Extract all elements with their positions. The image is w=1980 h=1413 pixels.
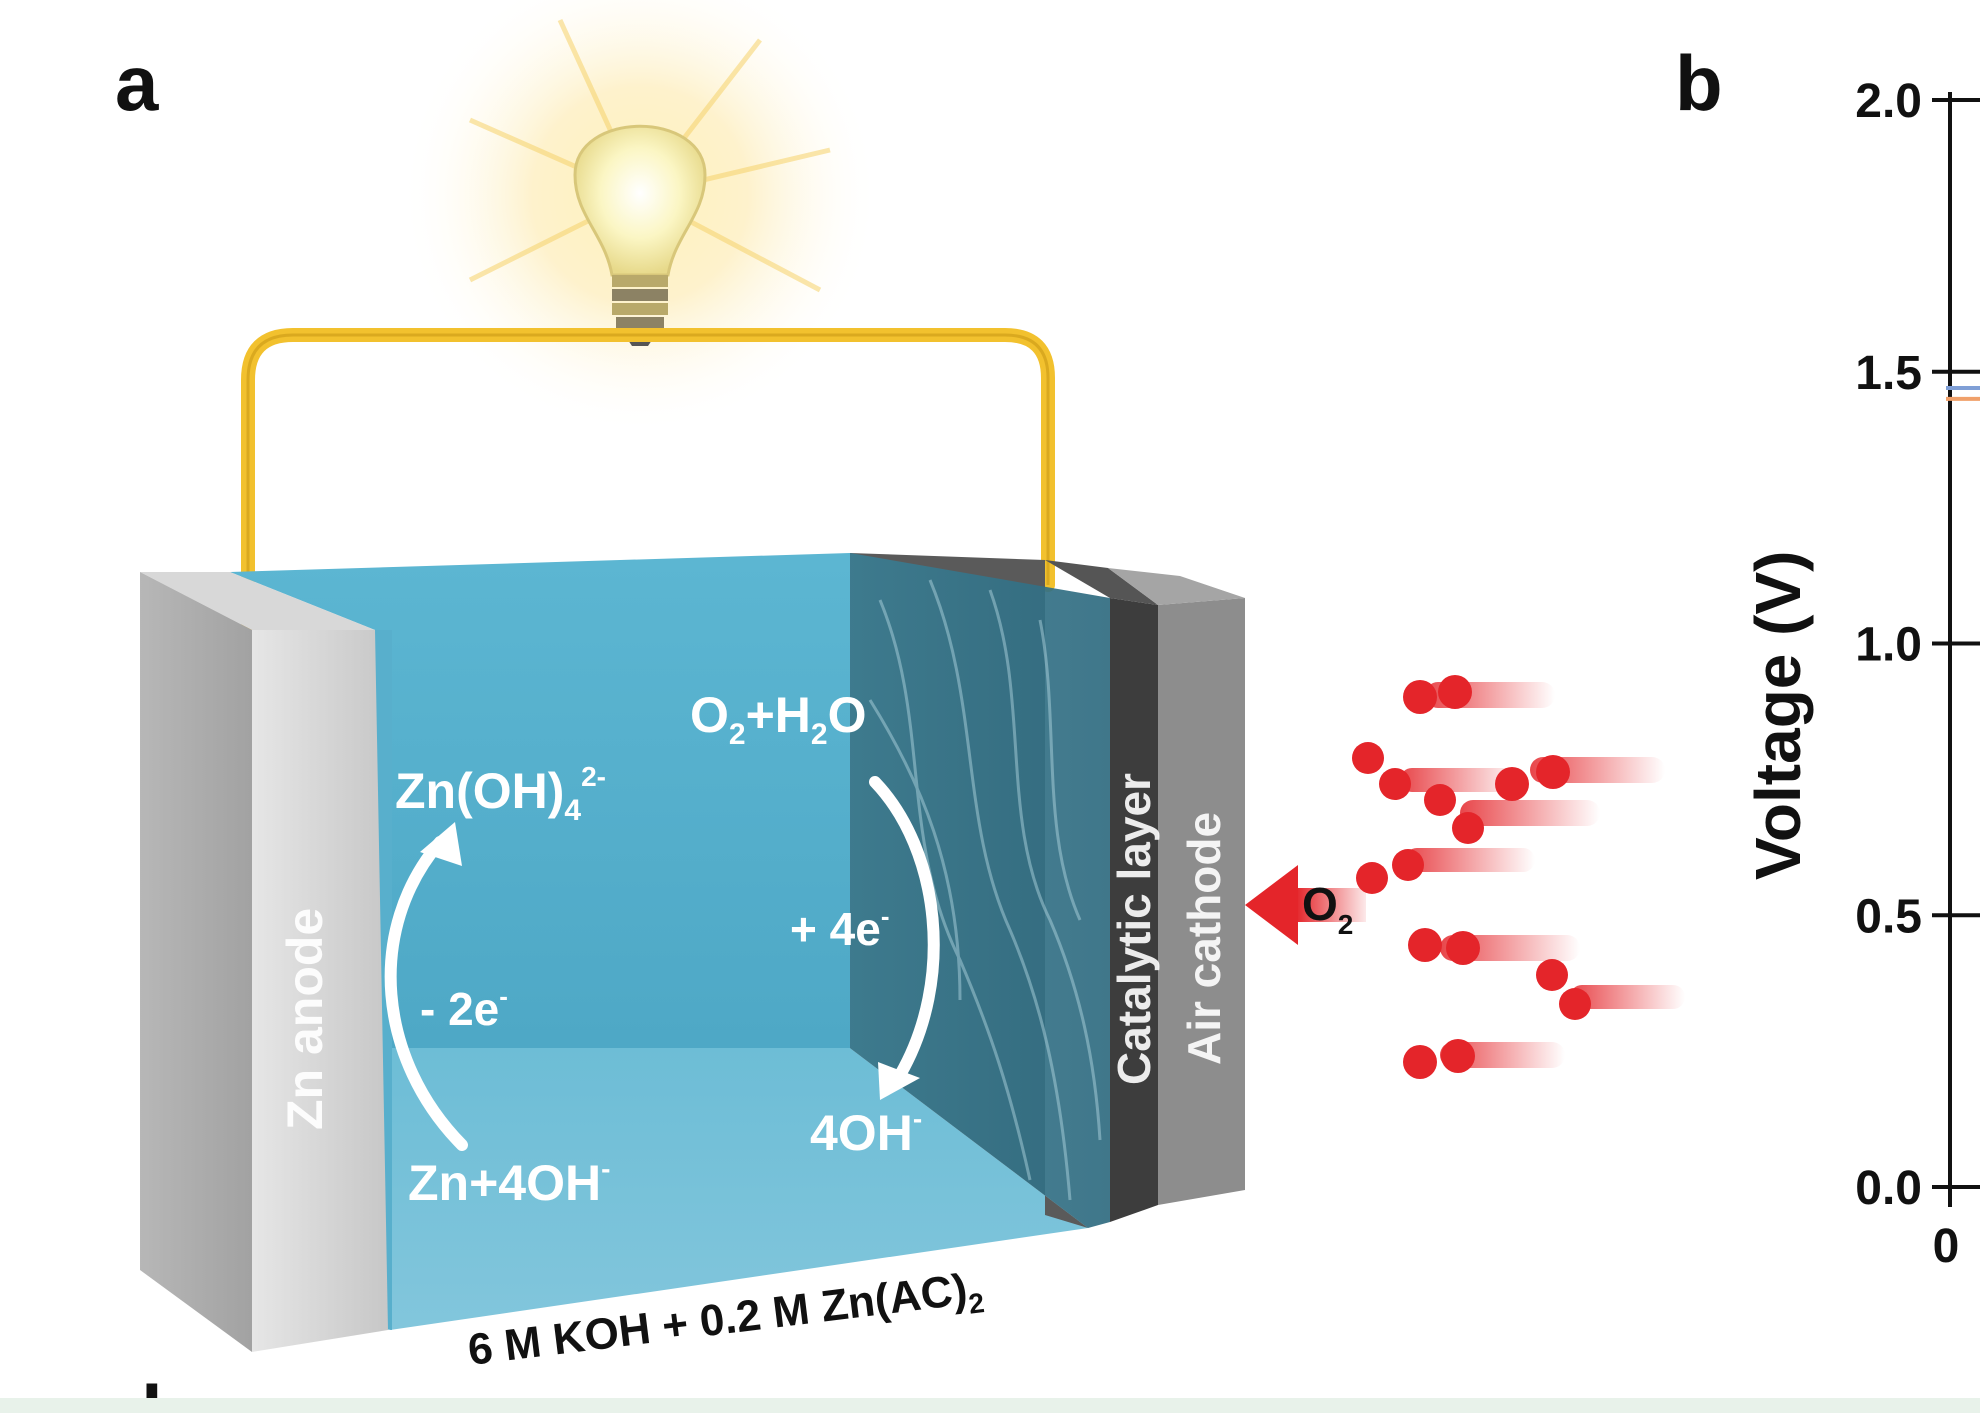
y-tick-label: 2.0 [1855,75,1922,128]
oxygen-label: O2 [1302,878,1353,940]
oxygen-molecules [1352,675,1685,1079]
anode-electrons-label: - 2e- [420,981,508,1035]
catalytic-layer-label: Catalytic layer [1108,773,1160,1085]
cathode-curved-arrow [869,776,940,1081]
zn-anode [140,572,388,1352]
electrolyte-tank [230,553,1088,1330]
y-tick-label: 0.0 [1855,1162,1922,1215]
anode-product-label: Zn(OH)42- [395,761,606,827]
cathode-arrowhead-icon [878,1062,920,1100]
y-tick-label: 1.5 [1855,347,1922,400]
voltage-chart: 0.0 0.5 1.0 1.5 2.0 0 [1855,75,1980,1273]
anode-curved-arrow [384,836,468,1151]
y-axis-label: Voltage (V) [1742,551,1814,881]
panel-b-letter: b [1675,39,1723,127]
oxygen-molecule-icon [1408,928,1580,965]
oxygen-molecule-icon [1352,742,1520,800]
oxygen-molecule-icon [1495,755,1665,801]
cathode-electrons-label: + 4e- [790,901,889,955]
anode-arrowhead-icon [420,822,462,866]
oxygen-molecule-icon [1403,1039,1565,1079]
cathode-reactant-label: O2+H2O [690,687,867,751]
cathode-product-label: 4OH- [810,1103,922,1161]
panel-a-letter: a [115,39,159,127]
air-cathode-label: Air cathode [1178,812,1230,1065]
oxygen-molecule-icon [1424,784,1600,844]
anode-reactant-label: Zn+4OH- [408,1153,610,1211]
oxygen-inflow-arrow-icon [1245,865,1366,945]
oxygen-molecule-icon [1356,848,1535,894]
zn-anode-label: Zn anode [277,908,333,1130]
x-tick-label: 0 [1933,1220,1960,1273]
light-bulb-icon [400,0,880,435]
air-cathode-assembly [850,553,1245,1228]
y-tick-label: 0.5 [1855,890,1922,943]
oxygen-molecule-icon [1536,959,1685,1020]
bottom-divider [0,1398,1980,1413]
oxygen-molecule-icon [1403,675,1555,714]
y-tick-label: 1.0 [1855,619,1922,672]
